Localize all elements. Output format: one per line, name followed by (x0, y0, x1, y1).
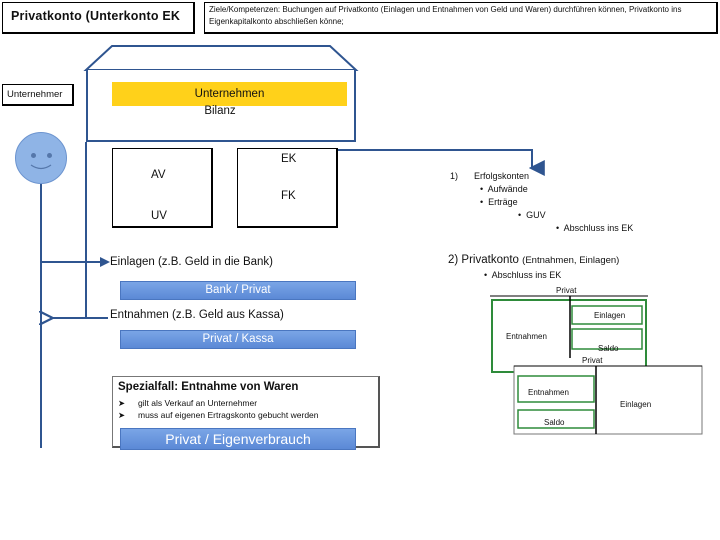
bullet-icon: • (518, 210, 522, 220)
booking-privat-kassa: Privat / Kassa (120, 330, 356, 349)
item1-sublist: • Aufwände • Erträge (480, 183, 528, 209)
unternehmen-banner: Unternehmen (112, 82, 347, 106)
list-item: ➤muss auf eigenen Ertragskonto gebucht w… (118, 410, 319, 420)
t-account-bottom-left-top: Entnahmen (528, 388, 569, 397)
item1-guv: • GUV (518, 210, 546, 220)
item1-number: 1) (450, 171, 459, 181)
smiley-face-icon (15, 132, 67, 184)
item1-close: • Abschluss ins EK (556, 223, 634, 233)
einlagen-label: Einlagen (z.B. Geld in die Bank) (110, 256, 274, 268)
t-account-top-right-bottom: Saldo (598, 344, 619, 353)
t-account-bottom-title: Privat (582, 356, 603, 365)
t-account-top-left: Entnahmen (506, 332, 547, 341)
unternehmer-label: Unternehmer (2, 84, 74, 106)
t-account-bottom-right: Einlagen (620, 400, 652, 409)
t-account-graphic (490, 295, 703, 435)
special-case-bullets: ➤gilt als Verkauf an Unternehmer ➤muss a… (118, 397, 319, 421)
list-item: • Aufwände (480, 184, 528, 194)
special-case-title: Spezialfall: Entnahme von Waren (118, 381, 299, 393)
list-item: • Erträge (480, 197, 518, 207)
item1-title: Erfolgskonten (474, 171, 530, 181)
bullet-icon: • (556, 223, 560, 233)
uv-label: UV (151, 210, 167, 222)
arrow-bullet-icon: ➤ (118, 398, 126, 408)
fk-label: FK (281, 190, 296, 202)
t-account-top-title: Privat (556, 286, 577, 295)
goals-text: Ziele/Kompetenzen: Buchungen auf Privatk… (204, 2, 718, 34)
entnahmen-label: Entnahmen (z.B. Geld aus Kassa) (110, 309, 284, 321)
item2-heading: 2) Privatkonto (Entnahmen, Einlagen) (448, 254, 620, 266)
bullet-icon: • (480, 197, 484, 207)
arrow-bullet-icon: ➤ (118, 410, 126, 420)
list-item: ➤gilt als Verkauf an Unternehmer (118, 398, 258, 408)
booking-bank-privat: Bank / Privat (120, 281, 356, 300)
bullet-icon: • (484, 270, 488, 280)
t-account-top-right-top: Einlagen (594, 311, 626, 320)
balance-passiva-box (237, 148, 338, 228)
bilanz-label: Bilanz (204, 105, 236, 117)
page-title: Privatkonto (Unterkonto EK (2, 2, 195, 34)
item2-close: • Abschluss ins EK (484, 270, 562, 280)
t-account-bottom-left-bottom: Saldo (544, 418, 565, 427)
ek-label: EK (281, 153, 297, 165)
booking-privat-eigenverbrauch: Privat / Eigenverbrauch (120, 428, 356, 450)
balance-aktiva-box (112, 148, 213, 228)
bullet-icon: • (480, 184, 484, 194)
av-label: AV (151, 169, 166, 181)
